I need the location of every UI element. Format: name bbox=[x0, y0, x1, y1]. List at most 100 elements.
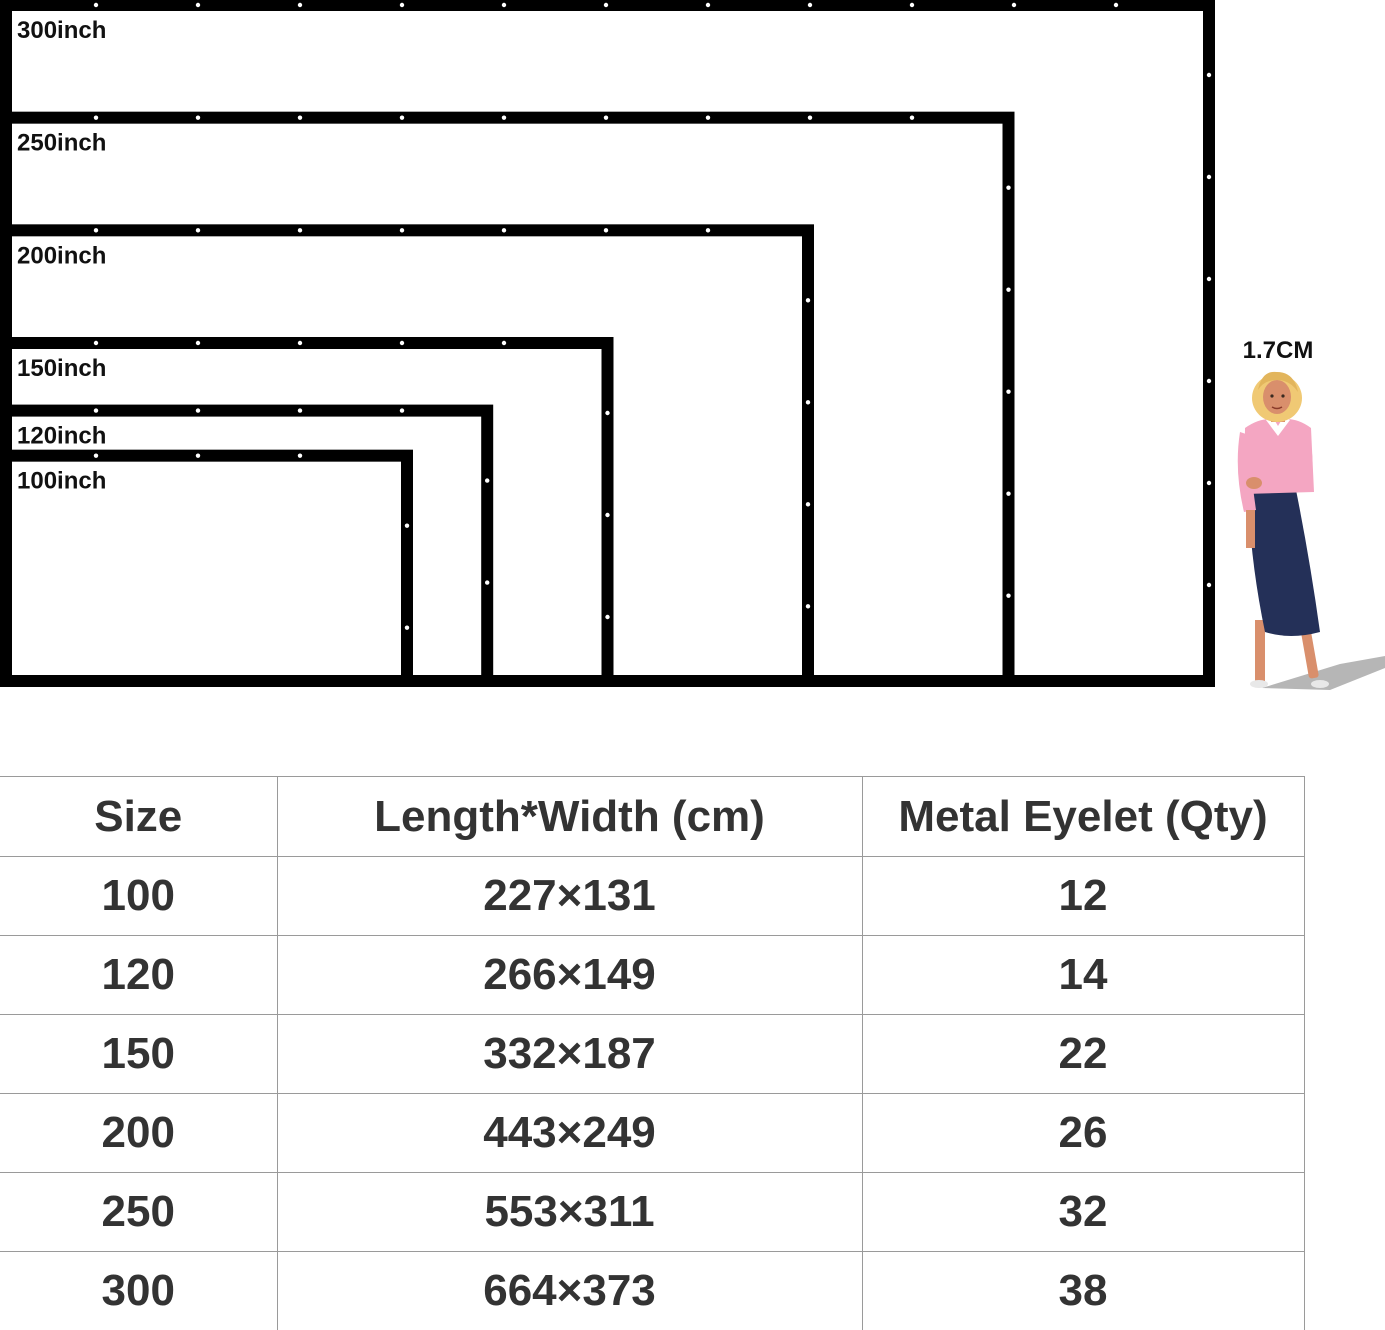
table-row: 200 443×249 26 bbox=[0, 1094, 1304, 1173]
eyelet bbox=[94, 341, 98, 345]
eyelet bbox=[1006, 491, 1010, 495]
eyelet bbox=[808, 115, 812, 119]
table-row: 100 227×131 12 bbox=[0, 857, 1304, 936]
eyelet bbox=[196, 408, 200, 412]
screen-label-200: 200inch bbox=[17, 242, 106, 269]
cell-size: 250 bbox=[0, 1173, 277, 1252]
table-row: 120 266×149 14 bbox=[0, 936, 1304, 1015]
eyelet bbox=[298, 341, 302, 345]
eyelet bbox=[605, 513, 609, 517]
screen-label-100: 100inch bbox=[17, 468, 106, 495]
table-row: 300 664×373 38 bbox=[0, 1252, 1304, 1330]
screen-frame-250 bbox=[6, 118, 1009, 681]
eyelet bbox=[298, 3, 302, 7]
eyelet bbox=[706, 3, 710, 7]
eyelet bbox=[298, 408, 302, 412]
screen-label-150: 150inch bbox=[17, 355, 106, 382]
eyelet bbox=[196, 453, 200, 457]
eyelet bbox=[405, 523, 409, 527]
eyelet bbox=[400, 115, 404, 119]
eyelet bbox=[1006, 185, 1010, 189]
eyelet bbox=[1114, 3, 1118, 7]
eyelet bbox=[94, 408, 98, 412]
eyelet bbox=[806, 502, 810, 506]
eyelet bbox=[400, 341, 404, 345]
eyelet bbox=[485, 580, 489, 584]
cell-dims: 266×149 bbox=[277, 936, 862, 1015]
screen-frames bbox=[6, 3, 1211, 681]
cell-eyelets: 22 bbox=[862, 1015, 1304, 1094]
screen-label-120: 120inch bbox=[17, 423, 106, 450]
eyelet bbox=[604, 115, 608, 119]
cell-eyelets: 38 bbox=[862, 1252, 1304, 1330]
eyelet bbox=[502, 3, 506, 7]
eyelet bbox=[502, 115, 506, 119]
cell-eyelets: 12 bbox=[862, 857, 1304, 936]
eyelet bbox=[910, 3, 914, 7]
eyelet bbox=[298, 453, 302, 457]
eyelet bbox=[196, 115, 200, 119]
eyelet bbox=[94, 3, 98, 7]
cell-eyelets: 26 bbox=[862, 1094, 1304, 1173]
eyelet bbox=[298, 228, 302, 232]
eyelet bbox=[94, 453, 98, 457]
cell-eyelets: 14 bbox=[862, 936, 1304, 1015]
eyelet bbox=[806, 400, 810, 404]
person-illustration bbox=[1238, 372, 1385, 690]
eyelet bbox=[485, 478, 489, 482]
eyelet bbox=[604, 3, 608, 7]
eyelet bbox=[808, 3, 812, 7]
table-header-row: Size Length*Width (cm) Metal Eyelet (Qty… bbox=[0, 777, 1304, 857]
size-spec-table: Size Length*Width (cm) Metal Eyelet (Qty… bbox=[0, 776, 1305, 1330]
header-metal-eyelet: Metal Eyelet (Qty) bbox=[862, 777, 1304, 857]
cell-eyelets: 32 bbox=[862, 1173, 1304, 1252]
eyelet bbox=[910, 115, 914, 119]
eyelet bbox=[94, 115, 98, 119]
eyelet bbox=[400, 3, 404, 7]
eyelet bbox=[196, 3, 200, 7]
eyelet bbox=[405, 625, 409, 629]
eyelet bbox=[400, 228, 404, 232]
screen-size-diagram: 300inch 250inch 200inch 150inch 120inch 100in… bbox=[0, 0, 1385, 700]
cell-dims: 553×311 bbox=[277, 1173, 862, 1252]
cell-dims: 227×131 bbox=[277, 857, 862, 936]
eyelet bbox=[806, 298, 810, 302]
eyelet bbox=[1006, 287, 1010, 291]
cell-dims: 664×373 bbox=[277, 1252, 862, 1330]
eyelet bbox=[706, 115, 710, 119]
eyelet bbox=[1012, 3, 1016, 7]
screen-frame-150 bbox=[6, 343, 608, 681]
eyelet bbox=[400, 408, 404, 412]
screen-label-250: 250inch bbox=[17, 130, 106, 157]
eyelet bbox=[706, 228, 710, 232]
eyelet bbox=[604, 228, 608, 232]
cell-size: 120 bbox=[0, 936, 277, 1015]
header-size: Size bbox=[0, 777, 277, 857]
eyelet bbox=[502, 341, 506, 345]
cell-size: 200 bbox=[0, 1094, 277, 1173]
eyelet bbox=[806, 604, 810, 608]
table-row: 250 553×311 32 bbox=[0, 1173, 1304, 1252]
cell-size: 100 bbox=[0, 857, 277, 936]
screen-labels: 300inch 250inch 200inch 150inch 120inch 100in… bbox=[17, 17, 106, 495]
eyelet bbox=[298, 115, 302, 119]
eyelet bbox=[502, 228, 506, 232]
eyelet bbox=[196, 341, 200, 345]
eyelet bbox=[196, 228, 200, 232]
eyelet bbox=[1006, 389, 1010, 393]
eyelet bbox=[1207, 73, 1211, 77]
cell-size: 150 bbox=[0, 1015, 277, 1094]
eyelet bbox=[1006, 593, 1010, 597]
eyelet bbox=[605, 411, 609, 415]
header-length-width: Length*Width (cm) bbox=[277, 777, 862, 857]
height-label: 1.7CM bbox=[1243, 337, 1314, 364]
eyelet bbox=[1207, 175, 1211, 179]
cell-dims: 332×187 bbox=[277, 1015, 862, 1094]
screen-label-300: 300inch bbox=[17, 17, 106, 44]
eyelet bbox=[1207, 277, 1211, 281]
cell-dims: 443×249 bbox=[277, 1094, 862, 1173]
eyelet bbox=[1207, 379, 1211, 383]
eyelet bbox=[1207, 583, 1211, 587]
cell-size: 300 bbox=[0, 1252, 277, 1330]
eyelet bbox=[1207, 481, 1211, 485]
